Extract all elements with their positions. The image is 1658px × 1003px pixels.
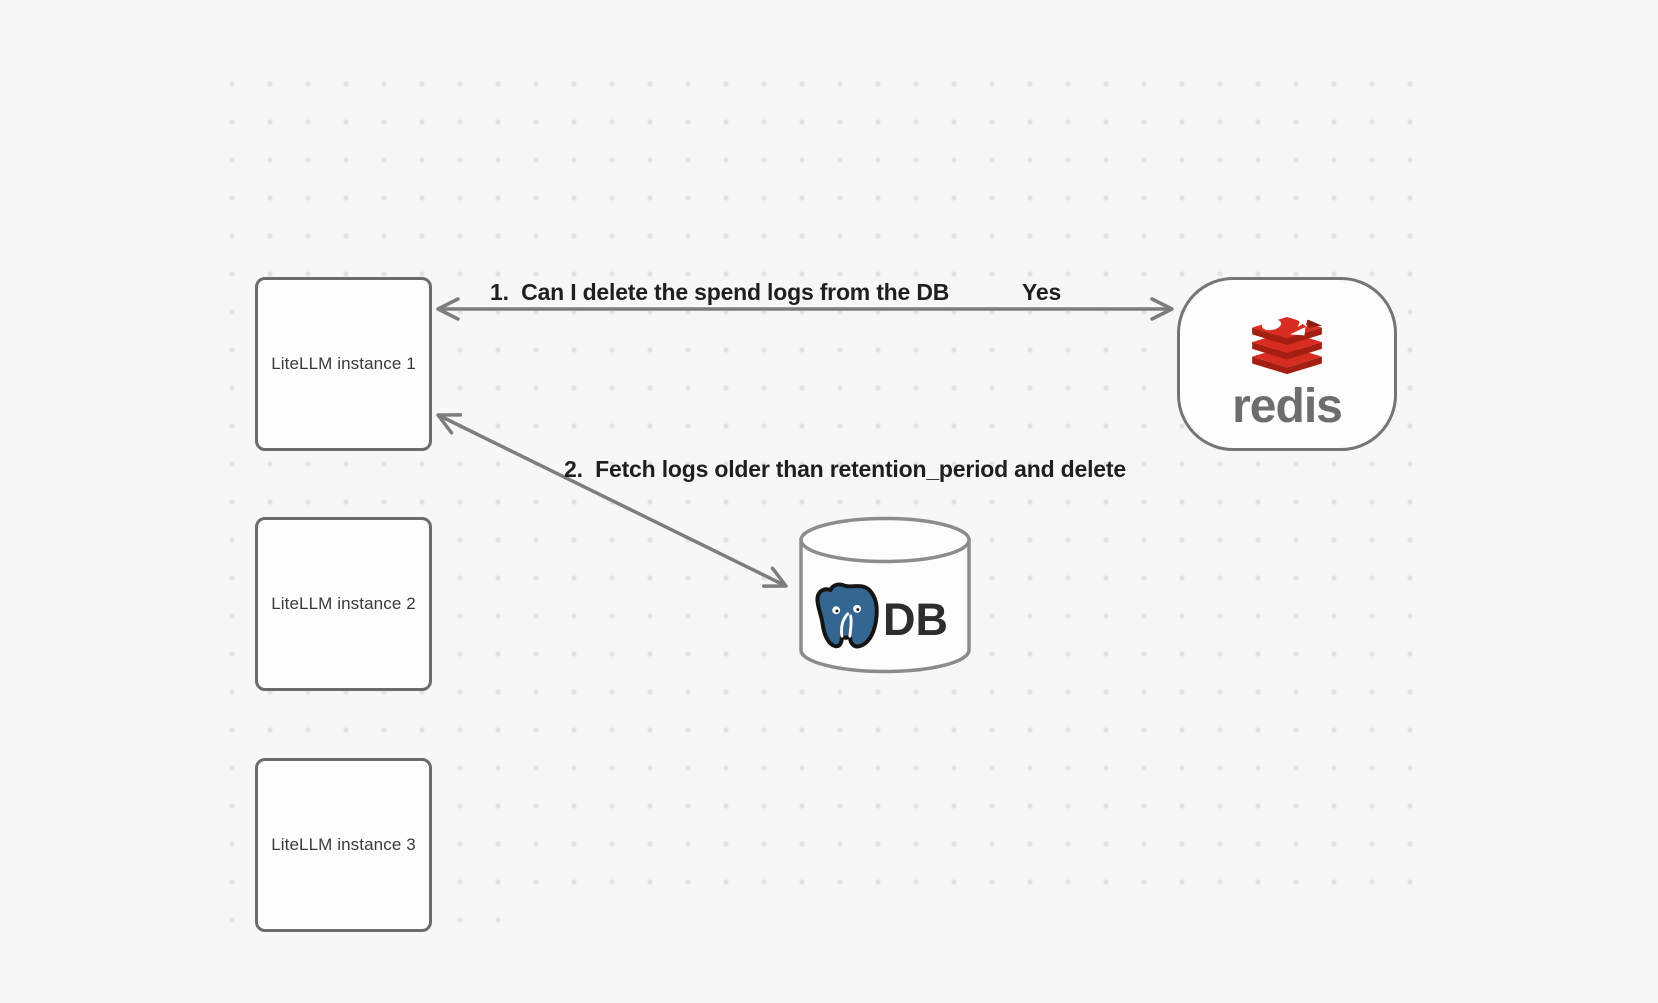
node-label: LiteLLM instance 1: [271, 354, 416, 373]
node-label: LiteLLM instance 3: [271, 835, 416, 854]
redis-logo-icon: [1252, 315, 1322, 375]
node-label: LiteLLM instance 2: [271, 594, 416, 613]
arrow-label-yes: Yes: [1022, 279, 1062, 305]
arrow-label-spend-logs-question: 1. Can I delete the spend logs from the …: [490, 279, 950, 305]
redis-wordmark: redis: [1232, 380, 1343, 433]
postgresql-elephant-icon: [815, 582, 879, 649]
node-litellm-instance-3[interactable]: LiteLLM instance 3: [255, 758, 432, 932]
node-litellm-instance-1[interactable]: LiteLLM instance 1: [255, 277, 432, 451]
arrow-label-fetch-delete: 2. Fetch logs older than retention_perio…: [564, 456, 1126, 482]
node-redis[interactable]: redis: [1177, 277, 1397, 451]
node-litellm-instance-2[interactable]: LiteLLM instance 2: [255, 517, 432, 691]
db-cylinder-top: [799, 516, 971, 564]
arrow-fetch-delete[interactable]: [436, 413, 788, 588]
db-label: DB: [883, 594, 948, 645]
db-node[interactable]: DB: [799, 516, 971, 674]
